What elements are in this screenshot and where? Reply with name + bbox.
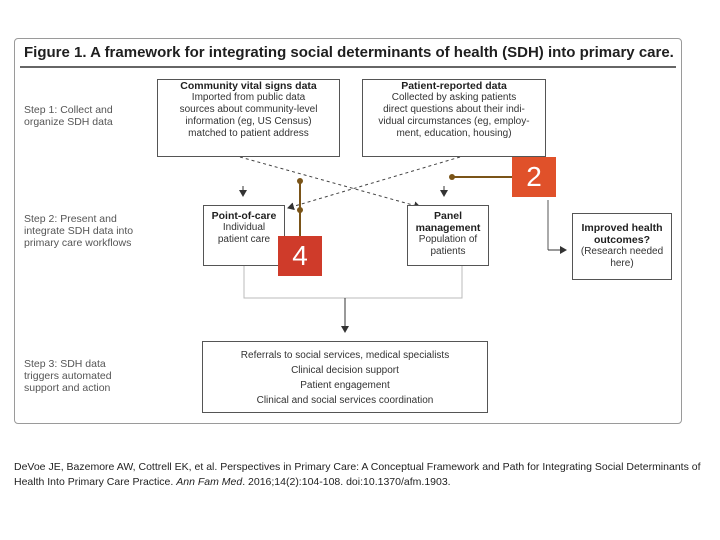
action-item: Referrals to social services, medical sp…: [240, 350, 450, 361]
badge-2-dot: [449, 174, 455, 180]
panel-management-heading: Panel management: [415, 210, 481, 234]
point-of-care-heading: Point-of-care: [211, 210, 277, 222]
step-3-label: Step 3: SDH data triggers automated supp…: [24, 358, 112, 394]
patient-reported-box: Patient-reported data Collected by askin…: [362, 79, 546, 157]
automated-actions-box: Referrals to social services, medical sp…: [202, 341, 488, 413]
action-item: Clinical and social services coordinatio…: [256, 395, 434, 406]
panel-management-box: Panel management Population of patients: [407, 205, 489, 266]
community-box-body: Imported from public data sources about …: [179, 92, 318, 139]
panel-management-body: Population of patients: [418, 234, 478, 257]
dashed-arrow-patient-to-point-of-care: [287, 156, 461, 211]
point-of-care-box: Point-of-care Individual patient care: [203, 205, 285, 266]
badge-4: 4: [278, 236, 322, 276]
patient-reported-heading: Patient-reported data: [401, 80, 507, 92]
action-item: Patient engagement: [300, 380, 390, 391]
community-vital-signs-box: Community vital signs data Imported from…: [157, 79, 340, 157]
citation-tail: . 2016;14(2):104-108. doi:10.1370/afm.19…: [242, 476, 451, 488]
step-2-label: Step 2: Present and integrate SDH data i…: [24, 213, 134, 249]
figure-title: Figure 1. A framework for integrating so…: [24, 44, 674, 61]
action-item: Clinical decision support: [291, 365, 399, 376]
citation: DeVoe JE, Bazemore AW, Cottrell EK, et a…: [14, 460, 704, 490]
improved-outcomes-body: (Research needed here): [580, 246, 664, 269]
dashed-arrow-community-to-panel: [239, 156, 421, 210]
badge-4-dot-top: [297, 178, 303, 184]
point-of-care-body: Individual patient care: [217, 222, 271, 245]
citation-authors: DeVoe JE, Bazemore AW, Cottrell EK, et a…: [14, 461, 701, 488]
improved-outcomes-heading: Improved health outcomes?: [581, 222, 663, 246]
step-1-label: Step 1: Collect and organize SDH data: [24, 104, 113, 128]
patient-reported-body: Collected by asking patients direct ques…: [378, 92, 530, 139]
community-box-heading: Community vital signs data: [180, 80, 317, 92]
improved-outcomes-box: Improved health outcomes? (Research need…: [572, 213, 672, 280]
badge-2: 2: [512, 157, 556, 197]
step2-join-line: [243, 266, 463, 299]
title-divider: [20, 66, 676, 68]
badge-4-dot-mid: [297, 207, 303, 213]
citation-journal: Ann Fam Med: [176, 476, 243, 488]
